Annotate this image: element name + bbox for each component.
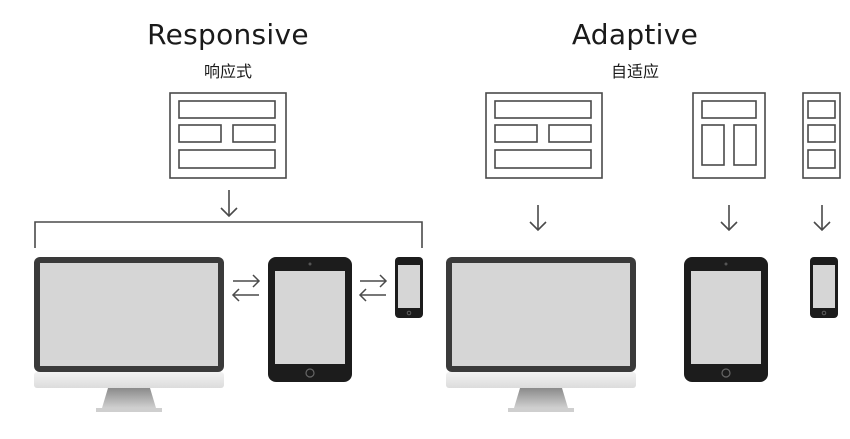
responsive-bracket — [34, 221, 423, 248]
down-arrow-icon — [220, 190, 238, 218]
swap-arrows-icon — [358, 274, 388, 302]
responsive-layout-wireframe — [169, 92, 287, 179]
responsive-title: Responsive — [147, 18, 309, 51]
tablet-icon — [268, 257, 352, 382]
adaptive-phone-wireframe — [802, 92, 841, 179]
adaptive-subtitle: 自适应 — [610, 62, 659, 81]
phone-icon — [810, 257, 838, 318]
tablet-icon — [684, 257, 768, 382]
responsive-subtitle: 响应式 — [203, 62, 252, 81]
swap-arrows-icon — [231, 274, 261, 302]
adaptive-tablet-wireframe — [692, 92, 766, 179]
monitor-icon — [34, 257, 224, 412]
monitor-icon — [446, 257, 636, 412]
adaptive-desktop-wireframe — [485, 92, 603, 179]
down-arrow-icon — [529, 205, 547, 232]
adaptive-title: Adaptive — [571, 18, 699, 51]
down-arrow-icon — [813, 205, 831, 232]
down-arrow-icon — [720, 205, 738, 232]
phone-icon — [395, 257, 423, 318]
